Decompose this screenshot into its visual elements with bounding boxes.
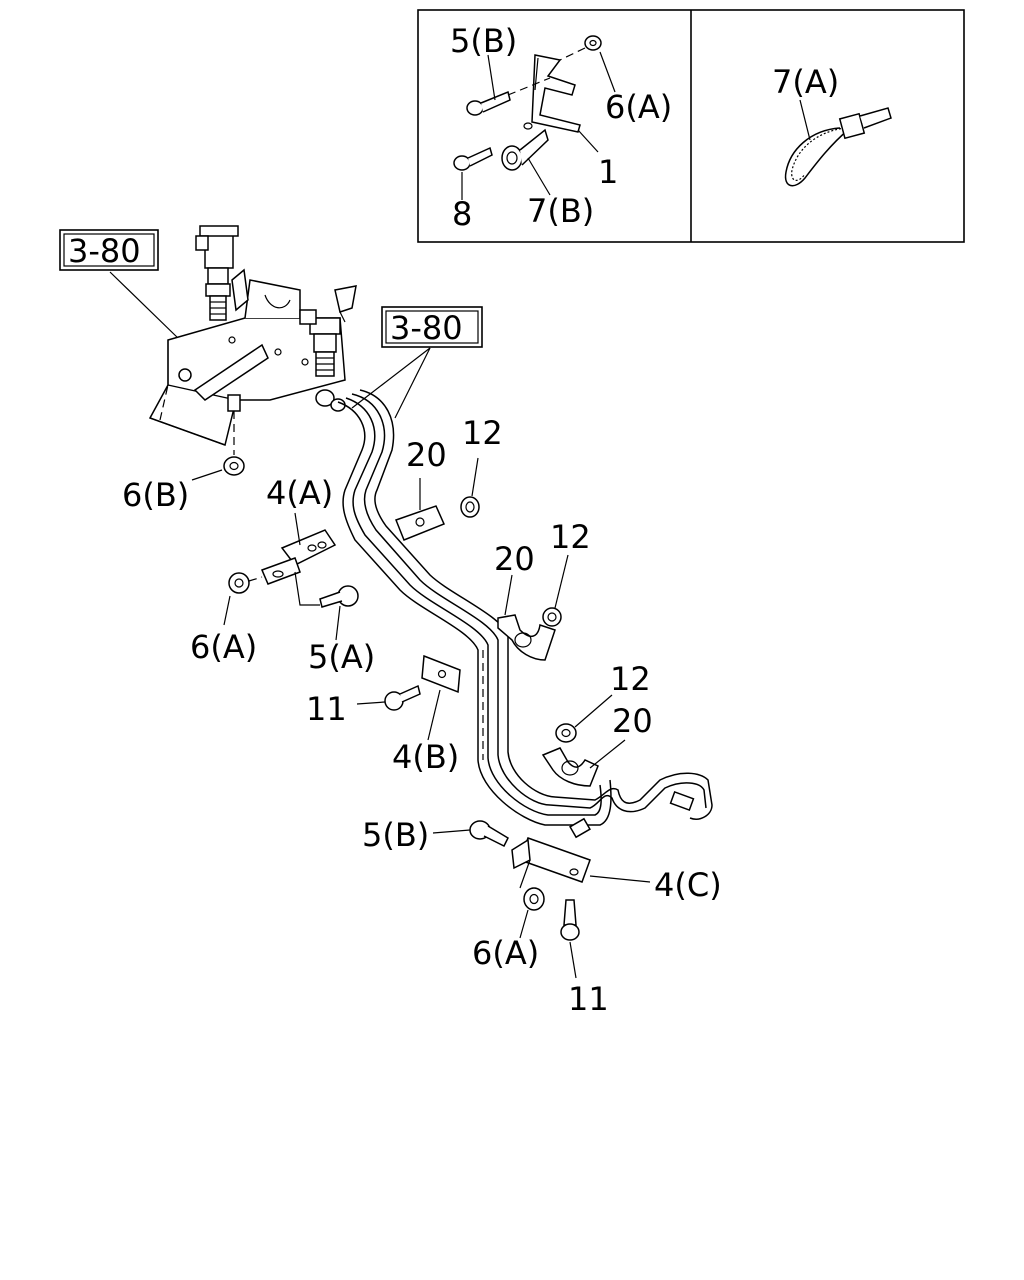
callout-8-inset: 8	[452, 195, 472, 233]
nut-6a-upper-drawing	[228, 572, 263, 594]
callout-11-lower: 11	[568, 980, 609, 1018]
nut-6a-inset-drawing	[559, 35, 602, 61]
bolt-11-upper-drawing	[384, 684, 421, 711]
nut-6b-drawing	[223, 456, 245, 476]
callout-6a-lower: 6(A)	[472, 934, 539, 972]
clamp-20-upper-drawing	[395, 505, 446, 541]
reference-box-middle: 3-80	[351, 306, 483, 419]
callout-4b: 4(B)	[392, 738, 459, 776]
nut-12-middle-drawing	[542, 607, 562, 627]
bolt-8-drawing	[453, 146, 493, 171]
callout-12-lower: 12	[610, 660, 651, 698]
nut-12-upper-drawing	[460, 496, 480, 518]
callout-6b: 6(B)	[122, 476, 189, 514]
callout-11-upper: 11	[306, 690, 347, 728]
callout-20-lower: 20	[612, 702, 653, 740]
callout-1-inset: 1	[598, 153, 618, 191]
callout-12-upper: 12	[462, 414, 503, 452]
right-valve-drawing	[299, 285, 357, 377]
callout-5b-lower: 5(B)	[362, 816, 429, 854]
callout-20-middle: 20	[494, 540, 535, 578]
callout-7b-inset: 7(B)	[527, 192, 594, 230]
nut-6a-lower-drawing	[523, 887, 545, 911]
bolt-5a-drawing	[319, 585, 359, 608]
detail-inset: 5(B) 6(A) 1 8 7(B) 7(A)	[417, 9, 965, 243]
clamp-20-lower-drawing	[541, 747, 599, 787]
reference-label-middle: 3-80	[390, 309, 463, 347]
callout-5a: 5(A)	[308, 638, 375, 676]
callout-7a-inset: 7(A)	[772, 63, 839, 101]
callout-6a-inset: 6(A)	[605, 88, 672, 126]
callout-6a-upper: 6(A)	[190, 628, 257, 666]
bracket-4a-drawing	[260, 529, 337, 606]
reference-box-upper: 3-80	[59, 229, 181, 341]
bolt-5b-lower-drawing	[469, 820, 509, 848]
callout-4c: 4(C)	[654, 866, 722, 904]
callout-20-upper: 20	[406, 436, 447, 474]
cable-tie-7a-drawing	[784, 107, 892, 187]
left-valve-drawing	[195, 225, 249, 321]
nut-12-lower-drawing	[555, 723, 577, 743]
clip-7b-drawing	[501, 122, 549, 171]
callout-5b-inset: 5(B)	[450, 22, 517, 60]
brake-pipes-drawing	[337, 389, 713, 839]
callout-12-middle: 12	[550, 518, 591, 556]
bracket-4b-drawing	[421, 654, 461, 694]
leader-lines	[223, 457, 651, 979]
bracket-4c-drawing	[511, 837, 591, 889]
clamp-20-middle-drawing	[497, 614, 556, 661]
callout-4a: 4(A)	[266, 474, 333, 512]
valve-bracket-assembly-drawing	[148, 225, 357, 481]
reference-label-upper: 3-80	[68, 232, 141, 270]
bolt-11-lower-drawing	[560, 899, 580, 941]
bracket-1-drawing	[531, 54, 581, 133]
